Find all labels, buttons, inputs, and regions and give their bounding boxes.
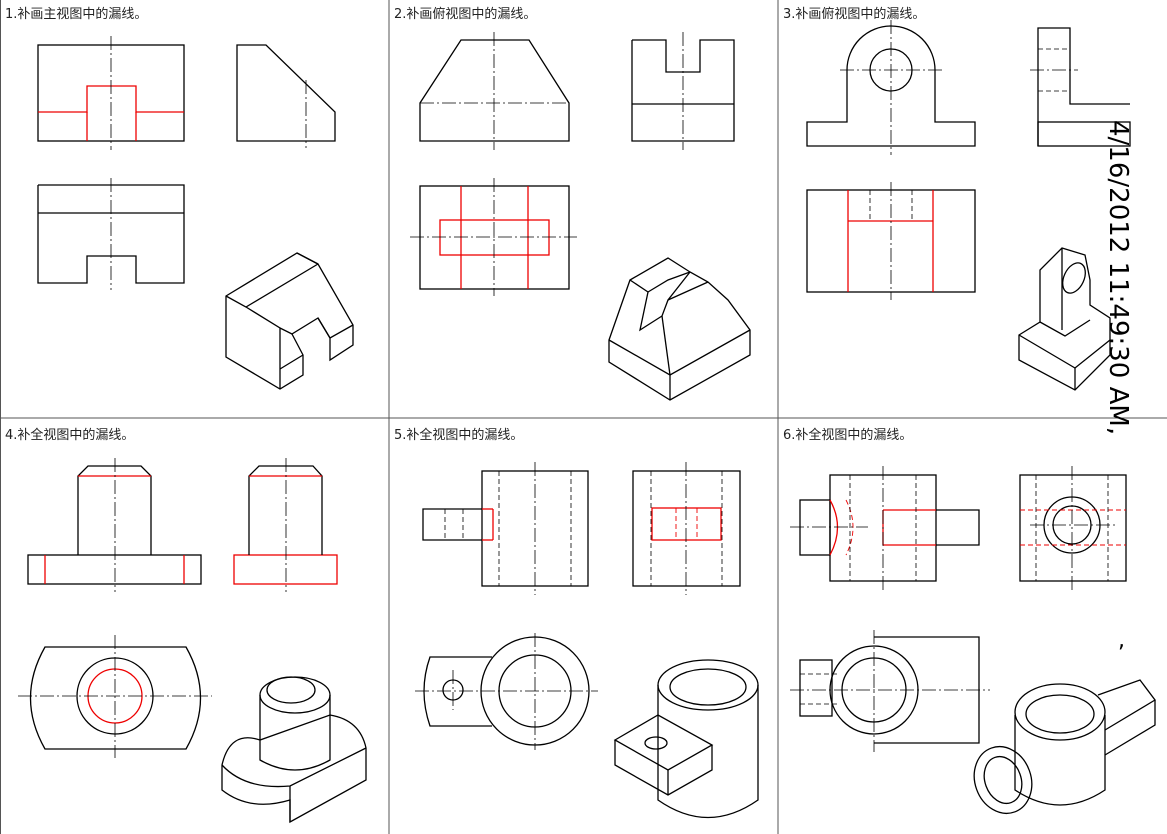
problem-3-side-view (1030, 27, 1131, 147)
problem-5-instruction: 5.补全视图中的漏线。 (394, 428, 524, 443)
problem-6-side-view (1019, 466, 1127, 590)
stray-mark: , (1118, 628, 1125, 653)
problem-1-instruction: 1.补画主视图中的漏线。 (5, 7, 148, 22)
problem-4-front-view (27, 458, 202, 592)
problem-3-instruction: 3.补画俯视图中的漏线。 (783, 7, 926, 22)
problem-5-side-view (632, 462, 741, 595)
problem-4-top-view (18, 635, 212, 758)
timestamp-overlay: 4/16/2012 11:49:30 AM, (1103, 120, 1133, 436)
problem-4-instruction: 4.补全视图中的漏线。 (5, 428, 135, 443)
problem-6-top-view (790, 630, 990, 752)
problem-5-top-view (415, 633, 598, 750)
problem-6-front-view (790, 466, 980, 590)
problem-2-side-view (631, 32, 735, 150)
problem-1-side-view (236, 44, 336, 148)
problem-6-instruction: 6.补全视图中的漏线。 (783, 428, 913, 443)
problem-2-front-view (419, 32, 570, 150)
problem-4-isometric (221, 676, 367, 824)
problem-2-isometric (608, 257, 751, 401)
problem-5-isometric (613, 659, 759, 819)
problem-4-side-view (233, 458, 338, 592)
problem-6-isometric (973, 679, 1156, 815)
problem-3-top-view (806, 182, 976, 300)
problem-2-instruction: 2.补画俯视图中的漏线。 (394, 7, 537, 22)
problem-3-front-view (806, 20, 976, 155)
problem-3-isometric (1018, 247, 1111, 391)
problem-1-top-view (37, 178, 185, 290)
problem-1-front-view (37, 36, 185, 150)
problem-1-isometric (225, 252, 354, 390)
problem-5-front-view (422, 462, 589, 595)
problem-2-top-view (410, 178, 577, 296)
